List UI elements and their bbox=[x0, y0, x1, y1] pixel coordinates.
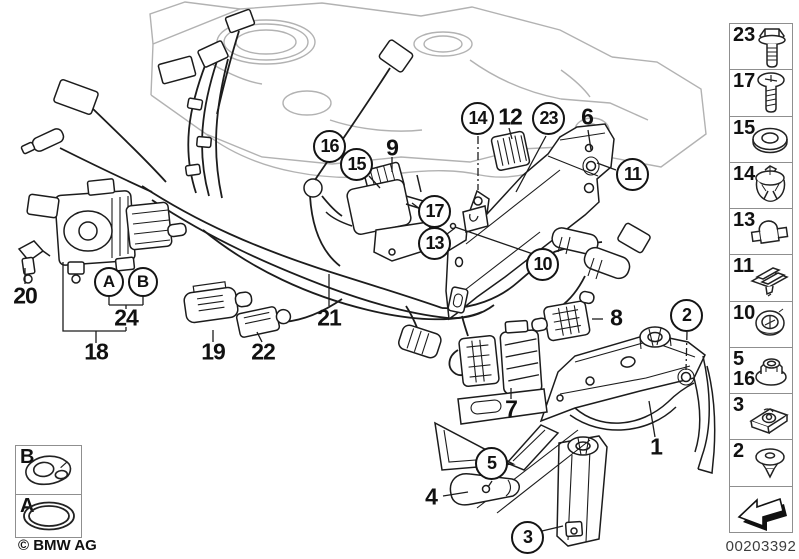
mounting-bracket-drawing bbox=[445, 123, 615, 321]
label-7[interactable]: 7 bbox=[505, 395, 518, 422]
label-21[interactable]: 21 bbox=[317, 304, 342, 331]
part-number: 13 bbox=[733, 209, 756, 232]
label-24[interactable]: 24 bbox=[114, 304, 139, 331]
callout-5[interactable]: 5 bbox=[475, 447, 508, 480]
sidebar-part-17[interactable]: 17 bbox=[730, 70, 792, 117]
callout-b[interactable]: B bbox=[128, 267, 158, 297]
part-number: 5 bbox=[733, 347, 745, 370]
pipe-clip-icon bbox=[750, 220, 789, 244]
oxygen-sensor-drawing bbox=[20, 78, 99, 155]
sidebar-part-11[interactable]: 11 bbox=[730, 255, 792, 302]
part-number: 17 bbox=[733, 70, 756, 93]
expanding-rivet-icon bbox=[755, 165, 786, 203]
leader-lines-drawing bbox=[24, 127, 688, 532]
connector-19-drawing bbox=[183, 281, 253, 324]
part-number: 2 bbox=[733, 440, 745, 463]
callout-15[interactable]: 15 bbox=[340, 148, 373, 181]
legend-item-a: A bbox=[16, 495, 81, 536]
callout-14[interactable]: 14 bbox=[461, 102, 494, 135]
label-18[interactable]: 18 bbox=[84, 338, 109, 365]
component-drawings bbox=[17, 8, 716, 547]
sidebar-part-10[interactable]: 10 bbox=[730, 301, 792, 348]
label-9[interactable]: 9 bbox=[386, 134, 399, 161]
label-19[interactable]: 19 bbox=[201, 338, 226, 365]
dangling-connector-drawing bbox=[398, 324, 442, 359]
copyright-text: © BMW AG bbox=[18, 537, 97, 554]
fuel-pump-module-drawing bbox=[26, 178, 187, 284]
sidebar-part-2[interactable]: 2 bbox=[730, 440, 792, 487]
tab-plate-icon bbox=[25, 455, 72, 486]
callout-17[interactable]: 17 bbox=[418, 195, 451, 228]
connector-7-drawing bbox=[458, 319, 543, 395]
label-4[interactable]: 4 bbox=[425, 483, 438, 510]
o-ring-icon bbox=[23, 501, 75, 531]
part-number: 10 bbox=[733, 301, 756, 324]
part-number: 15 bbox=[733, 116, 756, 139]
connector-8-drawing bbox=[531, 290, 595, 342]
pan-head-screw-icon bbox=[757, 72, 785, 113]
support-console-drawing bbox=[434, 326, 716, 547]
legend-item-b: B bbox=[16, 446, 81, 495]
label-1[interactable]: 1 bbox=[650, 433, 663, 460]
diagram-number: 00203392 bbox=[725, 538, 797, 555]
wedge-clip-icon bbox=[750, 267, 789, 297]
part-number-secondary: 16 bbox=[733, 367, 756, 390]
upper-connectors-drawing bbox=[157, 8, 256, 177]
sidebar-part-15[interactable]: 15 bbox=[730, 116, 792, 163]
sidebar-part-14[interactable]: 14 bbox=[730, 162, 792, 210]
tank-connector-drawing bbox=[303, 39, 414, 198]
part-number: 11 bbox=[733, 255, 755, 278]
label-22[interactable]: 22 bbox=[251, 338, 276, 365]
part-number: 14 bbox=[733, 162, 756, 185]
washer-icon bbox=[752, 127, 788, 154]
pad-drawing bbox=[449, 473, 520, 506]
label-6[interactable]: 6 bbox=[581, 103, 594, 130]
plastic-rivet-icon bbox=[755, 448, 785, 479]
cylinder-connectors-drawing bbox=[551, 222, 651, 280]
sidebar-part-5-16[interactable]: 5 16 bbox=[730, 347, 792, 395]
callout-10[interactable]: 10 bbox=[526, 248, 559, 281]
callout-11[interactable]: 11 bbox=[616, 158, 649, 191]
grommet-icon bbox=[755, 308, 785, 336]
speed-nut-icon bbox=[749, 407, 789, 434]
fastener-sidebar: 23 17 15 14 bbox=[729, 23, 793, 533]
callout-3[interactable]: 3 bbox=[511, 521, 544, 554]
label-12[interactable]: 12 bbox=[498, 103, 523, 130]
flange-nut-icon bbox=[755, 358, 787, 387]
label-20[interactable]: 20 bbox=[13, 282, 38, 309]
callout-13[interactable]: 13 bbox=[418, 227, 451, 260]
sidebar-nav-back[interactable] bbox=[730, 486, 792, 532]
variant-legend: B A bbox=[15, 445, 82, 538]
damper-block-drawing bbox=[490, 130, 531, 171]
part-number: 3 bbox=[733, 394, 745, 417]
part-number: 23 bbox=[733, 24, 756, 46]
label-8[interactable]: 8 bbox=[610, 304, 623, 331]
callout-2[interactable]: 2 bbox=[670, 299, 703, 332]
callout-23[interactable]: 23 bbox=[532, 102, 565, 135]
tank-sensor-drawing bbox=[17, 240, 51, 284]
hex-flange-bolt-icon bbox=[758, 27, 786, 68]
sidebar-part-23[interactable]: 23 bbox=[730, 24, 792, 71]
sidebar-part-3[interactable]: 3 bbox=[730, 394, 792, 441]
back-arrow-icon bbox=[737, 498, 787, 532]
callout-a[interactable]: A bbox=[94, 267, 124, 297]
connector-22-drawing bbox=[235, 306, 292, 338]
sidebar-part-13[interactable]: 13 bbox=[730, 209, 792, 256]
